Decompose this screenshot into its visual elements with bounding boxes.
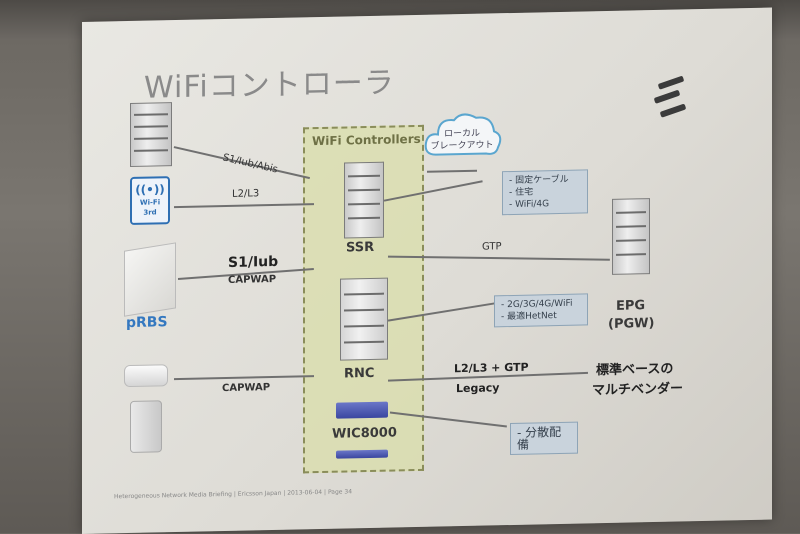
bts-rack-image: [130, 102, 172, 167]
label-l2-l3: L2/L3: [232, 188, 260, 200]
ssr-rack-image: [344, 161, 384, 239]
rnc-rack-image: [340, 277, 388, 361]
pgw-label: (PGW): [608, 316, 655, 332]
presentation-slide: WiFiコントローラ WiFi Controllers ローカル ブレークアウト…: [82, 7, 772, 534]
label-capwap-2: CAPWAP: [222, 382, 271, 395]
prbs-label: pRBS: [126, 314, 168, 332]
legacy-vendor-line-1: 標準ベースの: [596, 361, 674, 379]
link-capwap: [174, 375, 314, 380]
wifi-3rd-top: Wi-Fi: [139, 198, 161, 207]
ericsson-logo-icon: [652, 75, 687, 118]
slide-footer: Heterogeneous Network Media Briefing | E…: [114, 488, 353, 501]
wic-label: WIC8000: [332, 425, 397, 442]
epg-rack-image: [612, 198, 650, 275]
rnc-callout: - 2G/3G/4G/WiFi - 最適HetNet: [494, 293, 588, 328]
rnc-label: RNC: [344, 365, 375, 382]
rnc-callout-line-1: - 2G/3G/4G/WiFi: [501, 298, 573, 311]
slide-title: WiFiコントローラ: [144, 65, 395, 106]
wic-device-image-2: [336, 449, 388, 459]
epg-label: EPG: [616, 298, 646, 314]
wifi-3rd-party-icon: ((•)) Wi-Fi 3rd: [130, 176, 170, 225]
outdoor-ap-image: [130, 400, 162, 453]
label-s1-iub: S1/Iub: [228, 253, 279, 271]
cloud-label: ローカル ブレークアウト: [430, 128, 494, 152]
cloud-icon: [424, 113, 502, 156]
label-s1-iub-abis: S1/Iub/Abis: [221, 152, 279, 176]
wic-callout: - 分散配備: [510, 421, 578, 456]
rnc-callout-line-2: - 最適HetNet: [501, 311, 557, 323]
label-capwap-1: CAPWAP: [228, 273, 277, 286]
wic-device-image: [336, 401, 388, 419]
ssr-callout-line-3: - WiFi/4G: [509, 199, 550, 211]
wifi-3rd-bottom: 3rd: [143, 208, 157, 217]
link-l2-l3: [174, 203, 314, 208]
ssr-callout: - 固定ケーブル - 住宅 - WiFi/4G: [502, 169, 588, 216]
prbs-device-image: [124, 242, 176, 317]
wifi-controllers-label: WiFi Controllers: [312, 131, 421, 149]
label-gtp: GTP: [482, 241, 502, 253]
access-point-image: [124, 364, 168, 388]
legacy-vendor-line-2: マルチベンダー: [592, 381, 684, 399]
cloud-connector: [427, 169, 477, 173]
label-legacy: Legacy: [456, 381, 500, 396]
label-l2l3-gtp: L2/L3 + GTP: [454, 360, 529, 376]
ssr-label: SSR: [346, 239, 375, 256]
